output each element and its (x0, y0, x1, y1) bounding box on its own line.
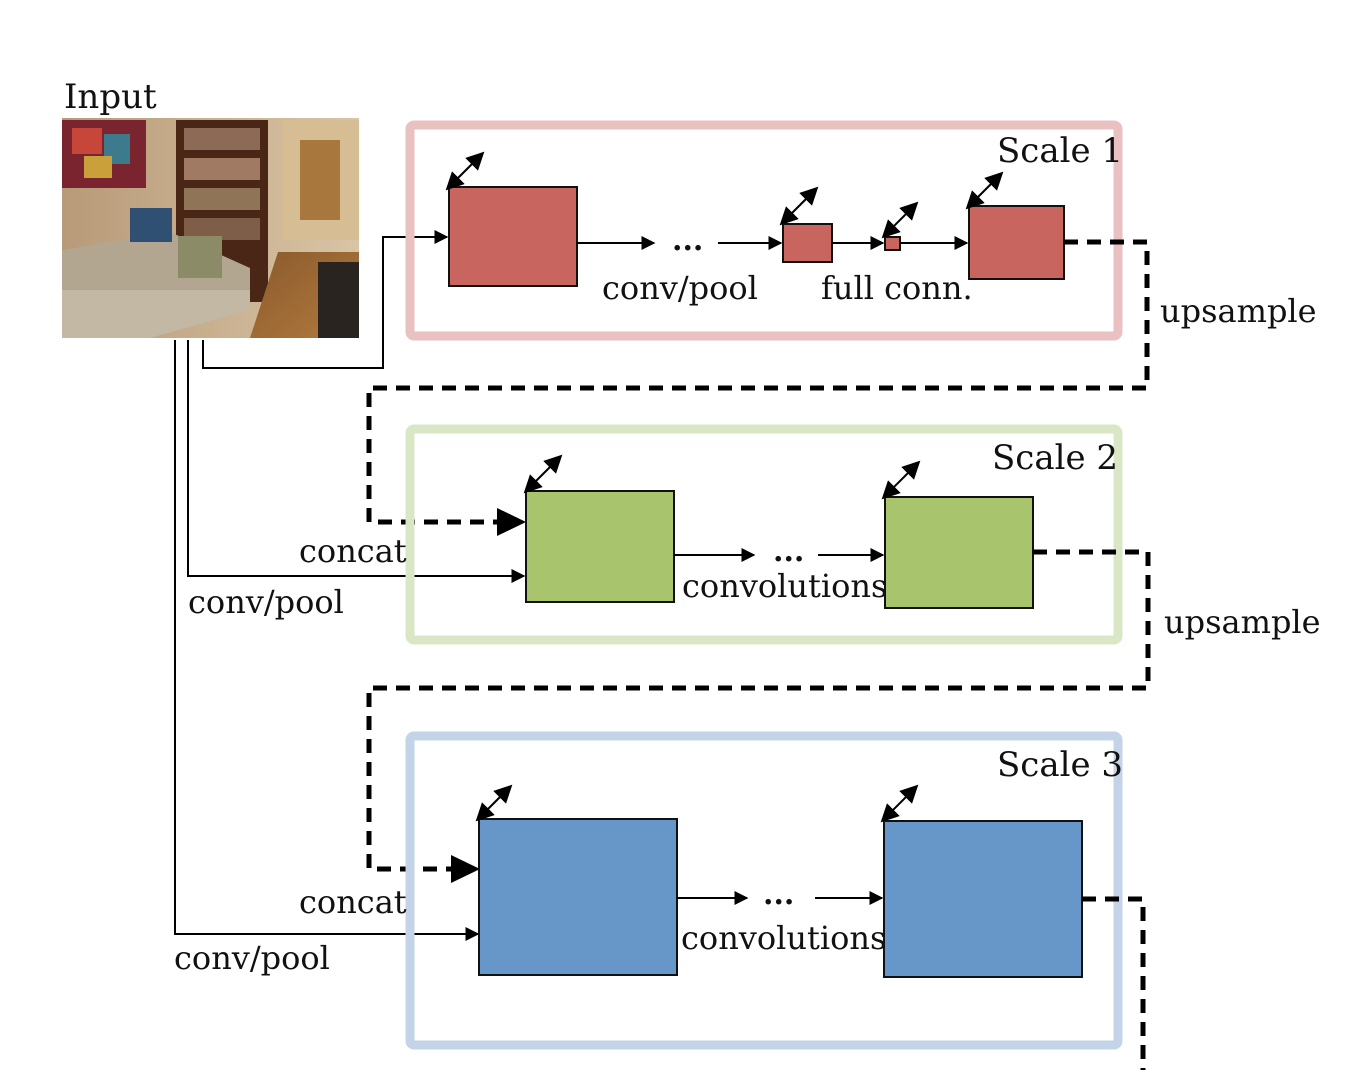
scale2-dots: ... (773, 534, 804, 569)
scale2-frame (405, 424, 1123, 645)
scale3-frame (405, 731, 1123, 1050)
scale2-concat-label: concat (299, 532, 407, 570)
double-arrow-icon (779, 186, 819, 226)
scale2-layer-box (525, 490, 675, 603)
double-arrow-icon (881, 201, 919, 239)
upsample-connector (366, 239, 1150, 525)
upsample-arrowhead (497, 508, 526, 536)
upsample-label-2: upsample (1164, 603, 1321, 641)
scale2-convolutions-label: convolutions (682, 567, 887, 605)
upsample-arrowhead (451, 855, 480, 883)
scale1-layer-box (448, 186, 578, 287)
scale2-conv-pool-label: conv/pool (188, 583, 344, 621)
scale1-conv-pool-label: conv/pool (602, 269, 758, 307)
double-arrow-icon (523, 454, 563, 494)
input-to-scale3-line (174, 340, 480, 941)
scale1-layer-box (884, 236, 901, 251)
scale1-full-conn-label: full conn. (821, 269, 973, 307)
scale1-frame (405, 120, 1123, 341)
output-connector (1082, 896, 1146, 1070)
upsample-connector (366, 549, 1151, 872)
scale1-dots: ... (672, 223, 703, 258)
scale1-output-box (968, 205, 1065, 280)
input-image (62, 118, 359, 338)
double-arrow-icon (475, 784, 513, 822)
scale3-label: Scale 3 (997, 745, 1123, 785)
scale3-concat-label: concat (299, 883, 407, 921)
scale3-convolutions-label: convolutions (681, 919, 886, 957)
scale2-output-box (884, 496, 1034, 609)
scale3-output-box (883, 820, 1083, 978)
input-to-scale1-line (202, 230, 449, 369)
double-arrow-icon (445, 151, 485, 191)
double-arrow-icon (965, 171, 1004, 210)
double-arrow-icon (881, 460, 921, 500)
input-label: Input (64, 77, 157, 117)
double-arrow-icon (880, 784, 919, 823)
scale3-layer-box (478, 818, 678, 976)
scale3-conv-pool-label: conv/pool (174, 939, 330, 977)
scale1-label: Scale 1 (997, 131, 1123, 171)
scale1-layer-box (782, 223, 833, 263)
scale3-dots: ... (763, 877, 794, 912)
scale2-label: Scale 2 (992, 438, 1118, 478)
upsample-label-1: upsample (1160, 292, 1317, 330)
